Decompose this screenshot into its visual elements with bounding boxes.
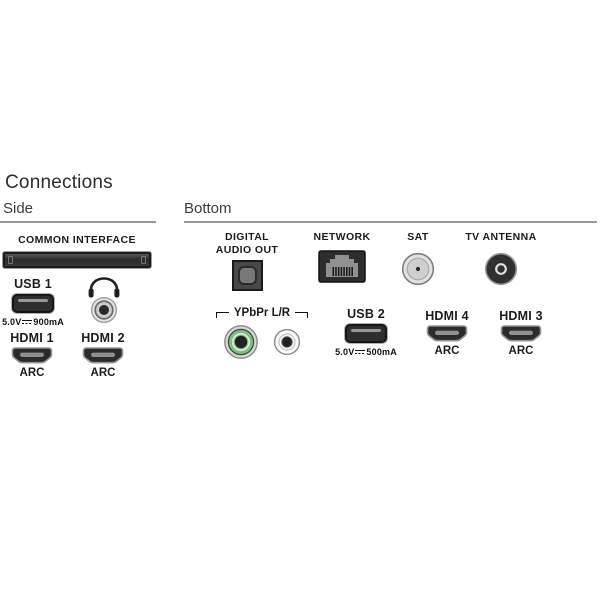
- ypbpr-jacks-row: [223, 324, 301, 360]
- headphones-port-group: [84, 276, 124, 324]
- ethernet-port-icon: [318, 250, 366, 283]
- antenna-coax-connector-icon: [484, 253, 518, 286]
- bracket-right-icon: [295, 312, 309, 318]
- hdmi-port-icon: [426, 325, 468, 342]
- digital-audio-out-label: DIGITAL AUDIO OUT: [216, 231, 279, 257]
- tv-antenna-label: TV ANTENNA: [465, 231, 537, 243]
- hdmi2-label: HDMI 2: [81, 331, 125, 345]
- common-interface-label: COMMON INTERFACE: [18, 234, 136, 246]
- page-title: Connections: [5, 172, 113, 193]
- common-interface-port-group: COMMON INTERFACE: [2, 234, 152, 270]
- hdmi1-port-group: HDMI 1 ARC: [8, 331, 56, 379]
- usb2-port-group: USB 2 5.0V 500mA: [335, 307, 397, 357]
- ci-slot-right-tick: [141, 256, 146, 265]
- sat-port-group: SAT: [399, 231, 437, 286]
- side-section-divider: [0, 221, 156, 223]
- bottom-section-heading: Bottom: [184, 200, 232, 217]
- usb1-port-group: USB 1 5.0V 900mA: [2, 277, 64, 327]
- usb2-label: USB 2: [347, 307, 385, 321]
- network-port-group: NETWORK: [312, 231, 372, 283]
- hdmi4-port-group: HDMI 4 ARC: [423, 309, 471, 357]
- digital-audio-out-label-line2: AUDIO OUT: [215, 244, 279, 257]
- hdmi-port-icon: [82, 347, 124, 364]
- hdmi3-label: HDMI 3: [499, 309, 543, 323]
- usb-port-icon: [12, 294, 54, 313]
- bottom-section-divider: [184, 221, 597, 223]
- hdmi4-label: HDMI 4: [425, 309, 469, 323]
- usb2-power-volts: 5.0V: [335, 347, 355, 357]
- usb2-power-rating: 5.0V 500mA: [335, 347, 397, 357]
- headphones-icon: [88, 277, 120, 324]
- tv-antenna-port-group: TV ANTENNA: [460, 231, 542, 286]
- usb1-power-rating: 5.0V 900mA: [2, 317, 64, 327]
- hdmi2-arc-label: ARC: [90, 367, 116, 379]
- usb1-power-volts: 5.0V: [2, 317, 22, 327]
- hdmi-port-icon: [11, 347, 53, 364]
- hdmi-port-icon: [500, 325, 542, 342]
- sat-coax-connector-icon: [401, 253, 435, 286]
- network-label: NETWORK: [313, 231, 371, 243]
- side-section-heading: Side: [3, 200, 34, 217]
- optical-audio-port-icon: [231, 260, 263, 292]
- ci-card-slot-icon: [2, 251, 152, 270]
- usb1-power-current: 900mA: [33, 317, 64, 327]
- hdmi3-port-group: HDMI 3 ARC: [497, 309, 545, 357]
- digital-audio-out-port-group: DIGITAL AUDIO OUT: [207, 231, 287, 292]
- rca-jack-green-icon: [224, 325, 258, 359]
- hdmi1-label: HDMI 1: [10, 331, 54, 345]
- hdmi3-arc-label: ARC: [508, 345, 534, 357]
- digital-audio-out-label-line1: DIGITAL: [224, 231, 269, 243]
- ci-slot-left-tick: [8, 256, 13, 265]
- ypbpr-port-group: YPbPr L/R: [210, 307, 314, 360]
- usb1-label: USB 1: [14, 277, 52, 291]
- ypbpr-label-row: YPbPr L/R: [211, 307, 313, 319]
- hdmi2-port-group: HDMI 2 ARC: [79, 331, 127, 379]
- audio-jack-icon: [90, 297, 118, 324]
- hdmi1-arc-label: ARC: [19, 367, 45, 379]
- hdmi4-arc-label: ARC: [434, 345, 460, 357]
- rca-jack-white-icon: [273, 328, 301, 356]
- usb-port-icon: [345, 324, 387, 343]
- bracket-left-icon: [215, 312, 229, 318]
- ypbpr-label: YPbPr L/R: [233, 307, 291, 319]
- dc-power-symbol-icon: [355, 349, 366, 355]
- usb2-power-current: 500mA: [366, 347, 397, 357]
- dc-power-symbol-icon: [22, 319, 33, 325]
- sat-label: SAT: [407, 231, 429, 243]
